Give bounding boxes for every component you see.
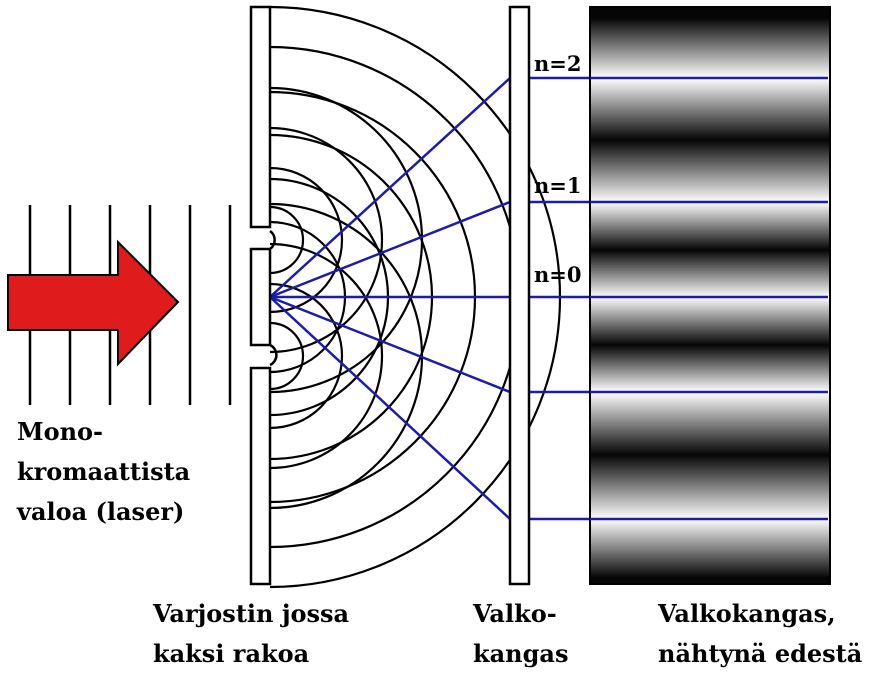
upper-slit-arc-4 — [269, 86, 424, 394]
screen-label-line2: kangas — [473, 639, 568, 668]
lower-slit-arc-1 — [269, 321, 305, 391]
source-label-line3: valoa (laser) — [16, 497, 184, 526]
source-label-line1: Mono- — [17, 417, 103, 446]
upper-slit-arc-2 — [269, 166, 344, 314]
screen-label-line1: Valko- — [472, 599, 557, 628]
double-slit-barrier — [249, 5, 278, 586]
upper-slit-arc-1 — [269, 205, 305, 275]
lower-slit-arc-4 — [269, 202, 424, 510]
barrier-label-line1: Varjostin jossa — [152, 599, 349, 628]
order-label-n1: n=1 — [534, 173, 581, 198]
barrier-label-line2: kaksi rakoa — [153, 639, 309, 668]
lower-slit-arc-2 — [269, 282, 344, 430]
upper-slit-arc-3 — [269, 126, 384, 354]
screen-front-view — [589, 6, 831, 585]
front-view-label-line1: Valkokangas, — [657, 599, 836, 628]
laser-arrow-icon — [7, 239, 180, 367]
order-label-n2: n=2 — [534, 51, 581, 76]
screen-side-view — [508, 5, 531, 586]
lower-slit-arc-3 — [269, 242, 384, 470]
wave-arcs — [269, 5, 562, 589]
front-view-label-line2: nähtynä edestä — [658, 639, 862, 668]
order-label-n0: n=0 — [534, 262, 581, 287]
source-label-line2: kromaattista — [17, 457, 190, 486]
front-view-order-lines — [590, 76, 828, 521]
